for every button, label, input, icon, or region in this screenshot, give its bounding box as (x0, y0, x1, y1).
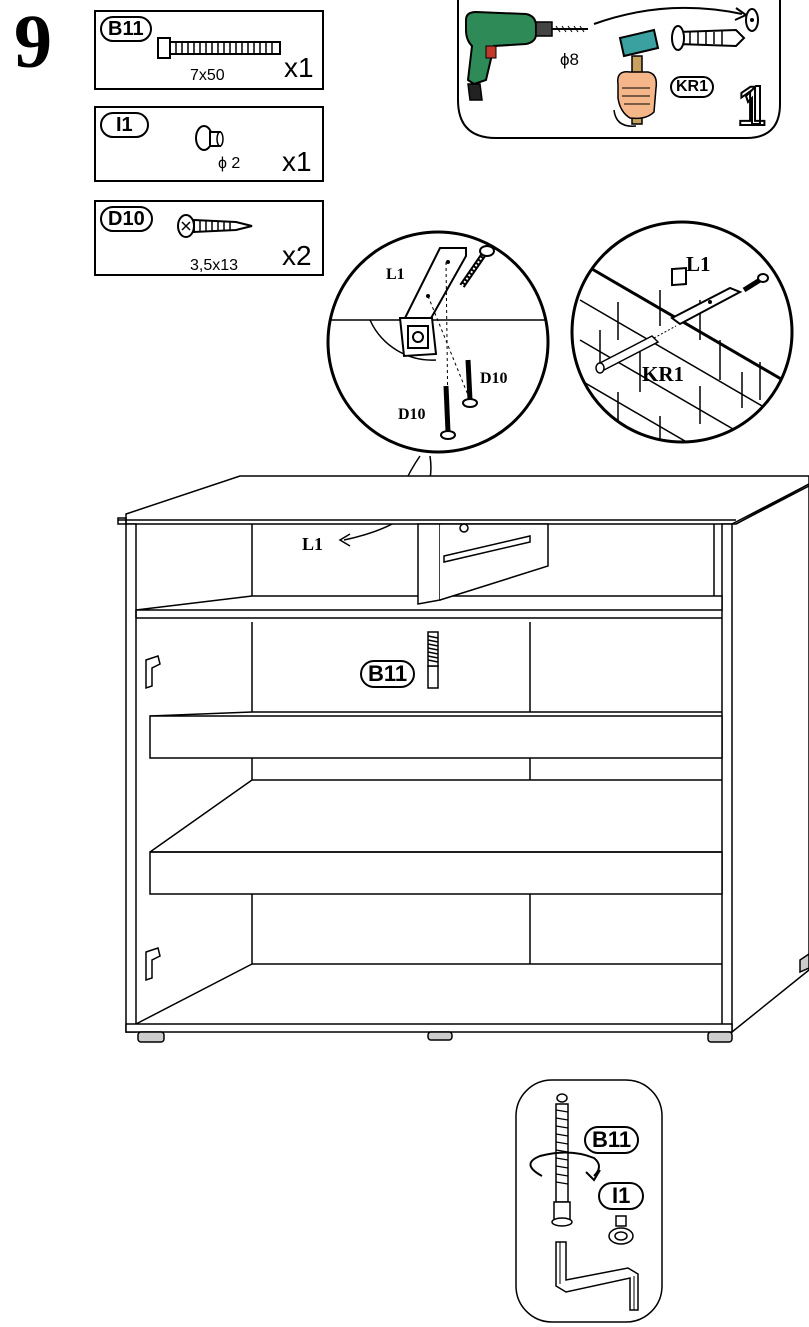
part-size-label: ϕ 2 (218, 155, 241, 172)
cabinet-bracket-label: L1 (302, 534, 324, 554)
wall-bracket-label: L1 (686, 252, 711, 276)
inset-cap-label: I1 (598, 1182, 645, 1210)
wall-plug-inset: ϕ8 KR1 1 (446, 0, 782, 140)
part-box-i1: I1 ϕ 2 x1 (94, 106, 324, 182)
screw-label-a: D10 (480, 370, 508, 387)
drill-size-label: ϕ8 (560, 50, 579, 69)
part-size-label: 7x50 (190, 67, 225, 84)
part-id-label: D10 (100, 206, 153, 232)
wall-plug-label: KR1 (642, 362, 684, 386)
inset-bolt-label: B11 (584, 1126, 640, 1154)
plug-label: KR1 (670, 76, 715, 98)
cabinet-bolt-label: B11 (360, 660, 416, 688)
wall-plug-illustration (457, 0, 781, 139)
part-qty-label: x2 (282, 240, 312, 271)
hammer-icon (613, 28, 660, 127)
step-number: 9 (14, 0, 52, 84)
drill-icon (465, 10, 588, 101)
part-box-d10: D10 3,5x13 x2 (94, 200, 324, 276)
bracket-label: L1 (386, 266, 405, 283)
part-size-label: 3,5x13 (190, 257, 239, 274)
part-id-label: I1 (100, 112, 149, 138)
wall-plug-icon (671, 25, 746, 51)
plug-count-text: 1 (735, 74, 768, 137)
nut-cap-icon (195, 125, 224, 151)
part-box-b11: B11 7x50 x1 (94, 10, 324, 90)
screw-icon (177, 214, 253, 238)
part-qty-label: x1 (282, 146, 312, 177)
part-id-label: B11 (100, 16, 152, 42)
screw-label-b: D10 (398, 406, 426, 423)
long-bolt-icon (157, 37, 281, 59)
part-qty-label: x1 (284, 52, 314, 83)
